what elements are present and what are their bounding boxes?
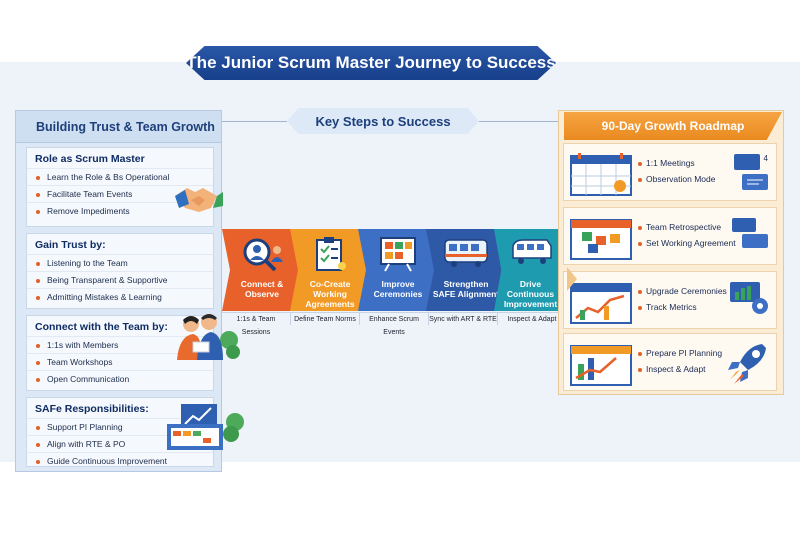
rocket-icon <box>728 344 766 384</box>
step-label: Strengthen SAFE Alignment <box>432 279 500 299</box>
handshake-icon <box>175 188 223 212</box>
section-title: SAFe Responsibilities: <box>35 403 149 415</box>
calendar-chart-icon <box>570 345 632 386</box>
section-connect: Connect with the Team by: 1:1s with Memb… <box>26 314 240 391</box>
list-item: Upgrade Ceremonies <box>638 284 727 300</box>
list-item: Being Transparent & Supportive <box>27 271 213 288</box>
list-item: Facilitate Team Events <box>27 185 213 202</box>
train-icon <box>444 239 488 267</box>
list-item: 1:1s with Members <box>27 336 213 353</box>
roadmap-card-4: Prepare PI Planning Inspect & Adapt <box>563 333 777 391</box>
section-title: Connect with the Team by: <box>35 321 168 333</box>
list-item: Listening to the Team <box>27 254 213 271</box>
step-sub-label: Inspect & Adapt <box>498 313 567 325</box>
list-item: Set Working Agreement <box>638 236 736 252</box>
roadmap-card-2: Team Retrospective Set Working Agreement <box>563 207 777 265</box>
left-panel: Building Trust & Team Growth Role as Scr… <box>15 110 244 472</box>
step-connect-observe: Connect & Observe <box>222 229 302 311</box>
step-label: Improve Ceremonies <box>373 279 423 299</box>
step-label: Drive Continuous Improvement <box>503 279 558 309</box>
process-steps: Connect & Observe Co-Create Working Agre… <box>222 229 567 311</box>
metrics-icon <box>730 282 768 314</box>
calendar-icon <box>570 219 632 260</box>
step-improve-ceremonies: Improve Ceremonies <box>358 229 438 311</box>
list-item: Prepare PI Planning <box>638 346 722 362</box>
train-icon <box>511 239 552 264</box>
list-item: Admitting Mistakes & Learning <box>27 288 213 305</box>
list-item: Observation Mode <box>638 172 715 188</box>
list-item: Open Communication <box>27 370 213 387</box>
key-steps-banner: Key Steps to Success <box>287 108 479 134</box>
chat-bubbles-icon <box>734 154 768 190</box>
list-item: 1:1 Meetings <box>638 156 715 172</box>
badge-number: 4 <box>763 154 768 163</box>
connector-line-left <box>222 121 287 122</box>
right-panel-heading: 90-Day Growth Roadmap <box>564 112 782 140</box>
list-item: Align with RTE & PO <box>27 435 213 452</box>
checklist-icon <box>316 237 346 271</box>
section-safe: SAFe Responsibilities: Support PI Planni… <box>26 397 244 469</box>
list-item: Team Workshops <box>27 353 213 370</box>
board-icon <box>380 237 416 272</box>
section-title: Gain Trust by: <box>35 239 106 251</box>
list-item: Guide Continuous Improvement <box>27 452 213 469</box>
list-item: Remove Impediments <box>27 202 213 219</box>
section-title: Role as Scrum Master <box>35 153 145 165</box>
list-item: Track Metrics <box>638 300 727 316</box>
step-sub-label: 1:1s & Team Sessions <box>222 313 291 336</box>
list-item: Learn the Role & Bs Operational <box>27 168 213 185</box>
section-gain-trust: Gain Trust by: Listening to the Team Bei… <box>26 233 214 309</box>
step-sub-label: Define Team Norms <box>291 313 360 325</box>
step-sub-labels: 1:1s & Team Sessions Define Team Norms E… <box>222 312 567 336</box>
calendar-icon <box>570 153 632 196</box>
roadmap-card-3: Upgrade Ceremonies Track Metrics <box>563 271 777 329</box>
step-drive-improvement: Drive Continuous Improvement <box>494 229 567 311</box>
list-item: Inspect & Adapt <box>638 362 722 378</box>
step-co-create: Co-Create Working Agreements <box>290 229 370 311</box>
connector-line-right <box>479 121 559 122</box>
left-panel-heading: Building Trust & Team Growth <box>16 111 221 143</box>
list-item: Team Retrospective <box>638 220 736 236</box>
connector-arrow <box>567 267 577 291</box>
step-label: Connect & Observe <box>240 279 284 299</box>
planning-board-icon <box>167 404 244 450</box>
chat-bubbles-icon <box>732 218 768 248</box>
step-sub-label: Sync with ART & RTE <box>429 313 498 325</box>
roadmap-card-1: 1:1 Meetings Observation Mode 4 <box>563 143 777 201</box>
step-sub-label: Enhance Scrum Events <box>360 313 429 336</box>
step-strengthen-safe: Strengthen SAFE Alignment <box>426 229 506 311</box>
calendar-chart-icon <box>570 283 632 324</box>
magnifier-people-icon <box>243 238 283 272</box>
step-label: Co-Create Working Agreements <box>305 279 355 309</box>
list-item: Support PI Planning <box>27 418 213 435</box>
team-people-icon <box>177 314 240 360</box>
section-role: Role as Scrum Master Learn the Role & Bs… <box>26 147 223 227</box>
page-title: The Junior Scrum Master Journey to Succe… <box>186 46 556 80</box>
